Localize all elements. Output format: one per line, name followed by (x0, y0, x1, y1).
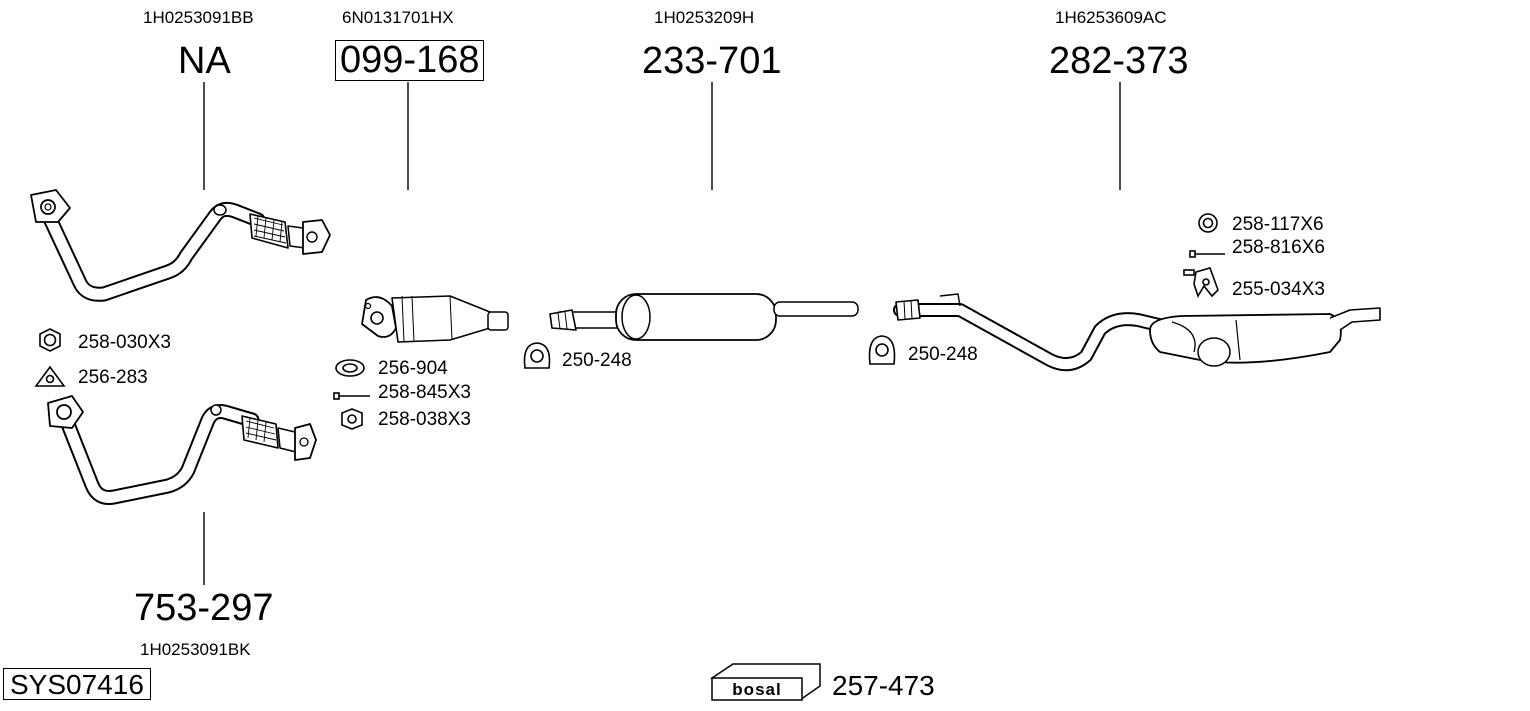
oem-number-front-pipe-alt: 1H0253091BK (140, 640, 251, 659)
flange-nut-icon (341, 408, 363, 430)
front-pipe-lower-drawing (47, 395, 317, 505)
clamp-icon (523, 342, 551, 369)
bolt-icon (1189, 250, 1225, 258)
accessory-label: 250-248 (908, 344, 978, 365)
accessory-label: 258-845X3 (378, 382, 471, 403)
accessory-label: 256-283 (78, 367, 148, 388)
gasket-ring-icon (335, 359, 365, 377)
oem-number-middle-silencer: 1H0253209H (654, 8, 755, 27)
nut-icon (39, 328, 61, 352)
oem-number-front-pipe: 1H0253091BB (143, 8, 254, 27)
front-pipe-upper-drawing (30, 189, 331, 302)
part-number-rear-silencer: 282-373 (1049, 40, 1189, 82)
part-number-front-pipe-alt: 753-297 (134, 587, 274, 629)
accessory-label: 250-248 (562, 350, 632, 371)
accessory-label: 256-904 (378, 358, 448, 379)
accessory-label: 258-030X3 (78, 332, 171, 353)
part-number-front-pipe: NA (178, 40, 231, 82)
accessory-label: 258-038X3 (378, 409, 471, 430)
accessory-label: 255-034X3 (1232, 279, 1325, 300)
catalyst-drawing (361, 295, 509, 343)
bosal-logo: bosal (710, 663, 821, 701)
oem-number-catalyst: 6N0131701HX (342, 8, 454, 27)
washer-icon (1198, 213, 1218, 233)
part-number-catalyst: 099-168 (335, 40, 485, 81)
accessory-label: 258-117X6 (1232, 214, 1324, 235)
system-code: SYS07416 (3, 668, 151, 701)
kit-number: 257-473 (832, 670, 935, 701)
gasket-icon (34, 365, 66, 387)
clamp-icon (868, 335, 896, 365)
oem-number-rear-silencer: 1H6253609AC (1055, 8, 1167, 27)
bosal-logo-text: bosal (732, 680, 781, 699)
part-number-middle-silencer: 233-701 (642, 40, 782, 82)
bolt-icon (333, 392, 370, 400)
middle-silencer-drawing (549, 293, 859, 341)
rear-silencer-drawing (893, 293, 1381, 372)
accessory-label: 258-816X6 (1232, 237, 1325, 258)
hanger-icon (1183, 267, 1219, 298)
